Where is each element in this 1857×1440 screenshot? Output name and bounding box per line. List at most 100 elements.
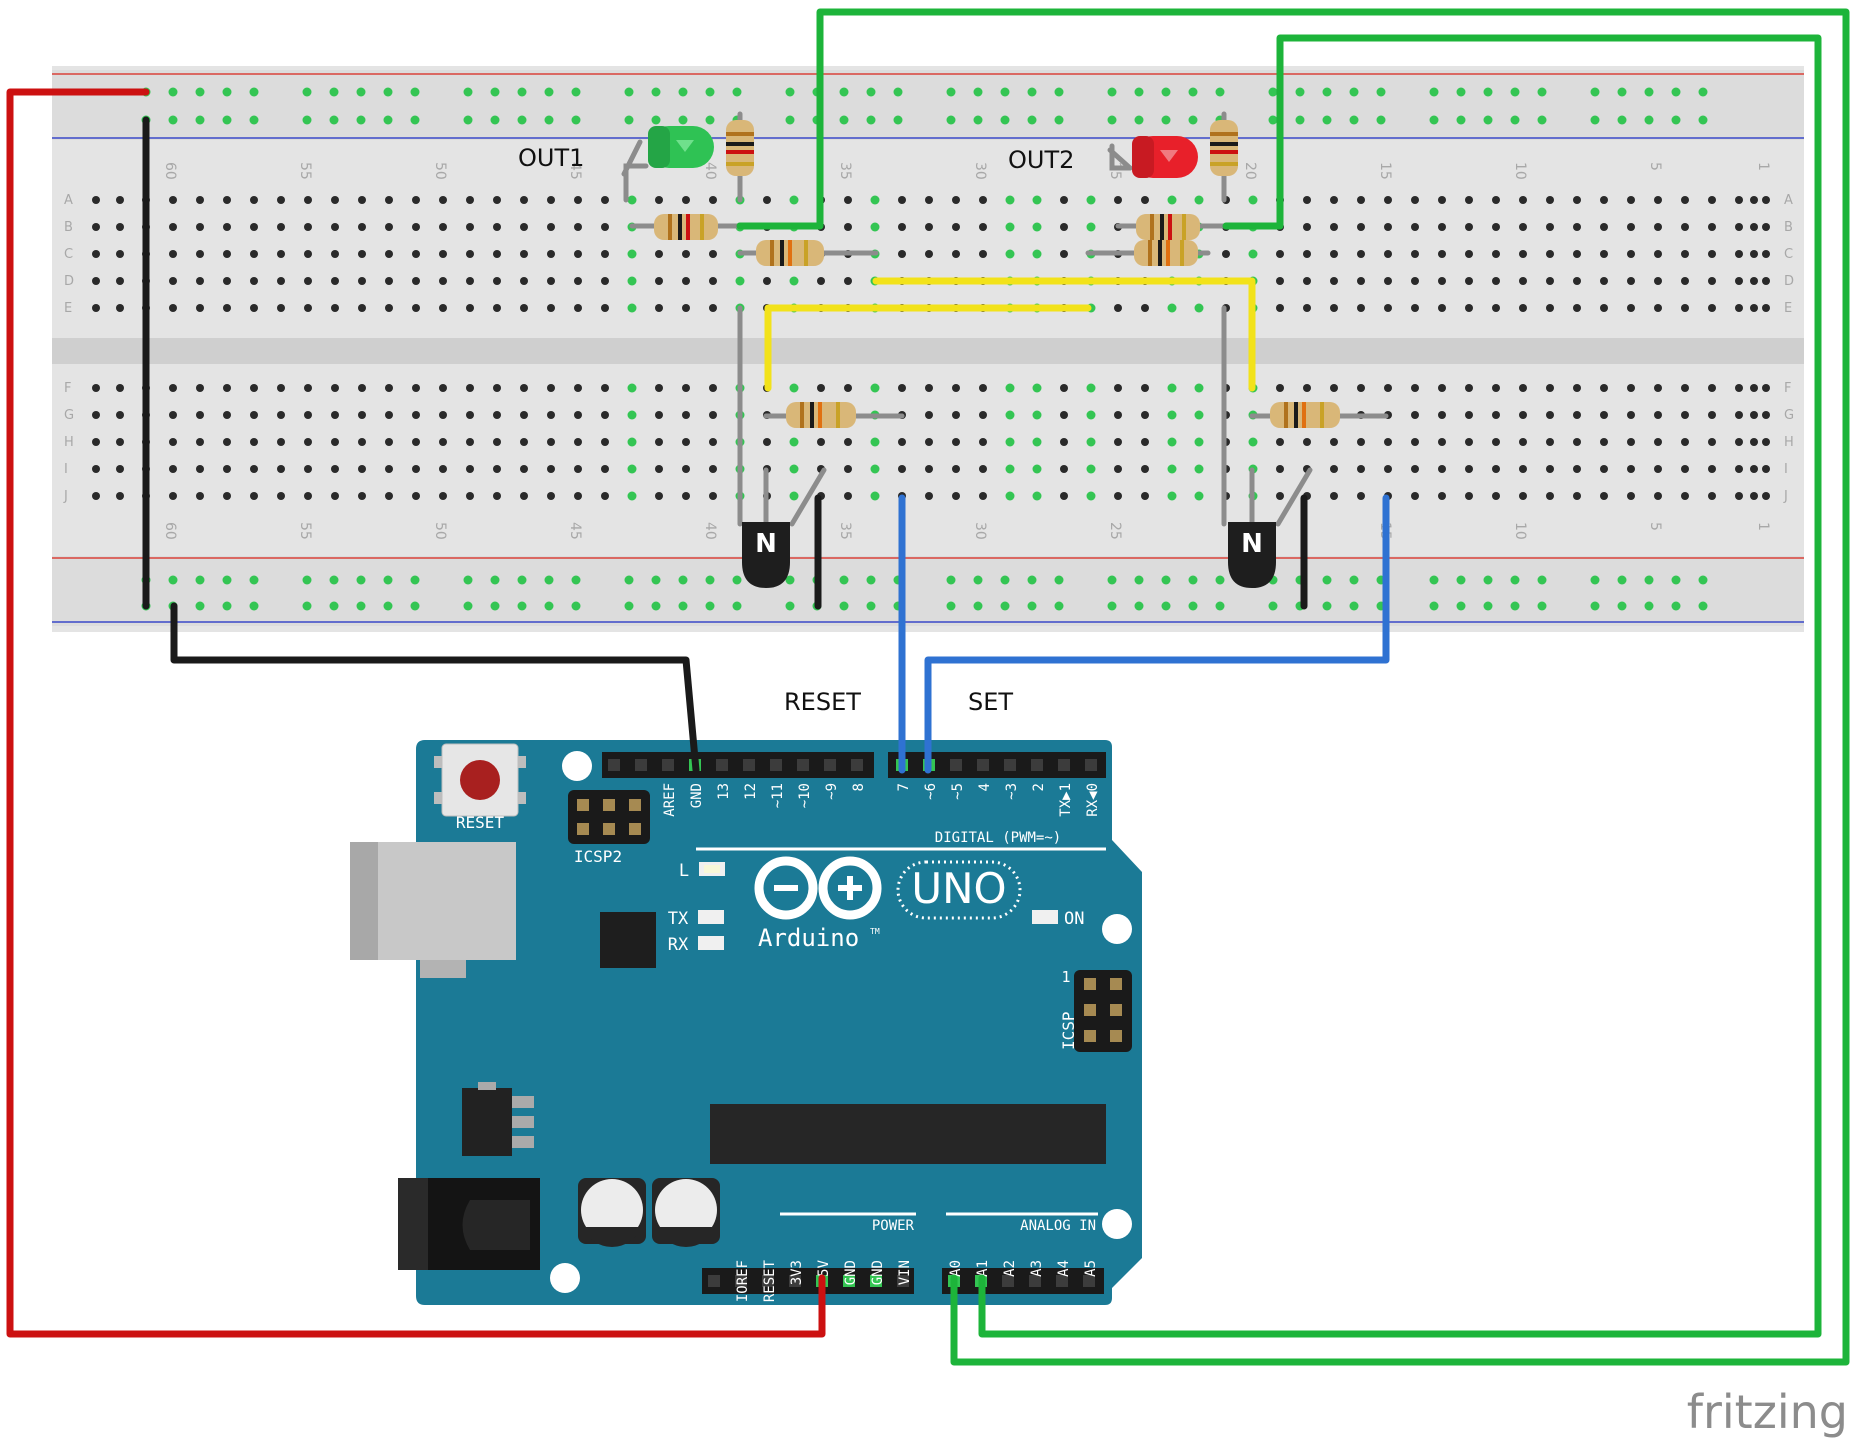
- breadboard-hole: [493, 304, 501, 312]
- analog-header-label: ANALOG IN: [1020, 1218, 1096, 1234]
- reset-button-label: RESET: [456, 813, 505, 832]
- reset-button-cap[interactable]: [460, 760, 500, 800]
- breadboard-hole: [1750, 223, 1758, 231]
- header-pin[interactable]: [1083, 1275, 1095, 1287]
- rail-hole: [1268, 601, 1278, 611]
- header-pin[interactable]: [1002, 1275, 1014, 1287]
- brand-name: Arduino: [758, 924, 859, 952]
- breadboard-hole: [952, 223, 960, 231]
- breadboard-hole: [655, 438, 663, 446]
- pin-label: ~5: [950, 783, 966, 800]
- header-pin[interactable]: [1004, 759, 1016, 771]
- header-pin[interactable]: [870, 1275, 882, 1287]
- breadboard-hole: [250, 465, 258, 473]
- header-pin[interactable]: [716, 759, 728, 771]
- header-pin[interactable]: [977, 759, 989, 771]
- header-pin[interactable]: [1058, 759, 1070, 771]
- header-pin[interactable]: [708, 1275, 720, 1287]
- breadboard-hole: [1654, 492, 1662, 500]
- icsp-pin: [1084, 978, 1096, 990]
- header-pin[interactable]: [897, 1275, 909, 1287]
- column-number: 60: [162, 162, 178, 180]
- rail-hole: [1215, 87, 1225, 97]
- header-pin[interactable]: [950, 759, 962, 771]
- breadboard-hole: [870, 491, 880, 501]
- breadboard-hole: [627, 276, 637, 286]
- header-pin[interactable]: [608, 759, 620, 771]
- rail-hole: [678, 87, 688, 97]
- rail-hole: [1322, 115, 1332, 125]
- rail-hole: [1295, 87, 1305, 97]
- breadboard-hole: [898, 384, 906, 392]
- header-pin[interactable]: [1056, 1275, 1068, 1287]
- breadboard-hole: [92, 250, 100, 258]
- row-letter-left: H: [64, 435, 74, 450]
- header-pin[interactable]: [851, 759, 863, 771]
- breadboard-hole: [709, 277, 717, 285]
- header-pin[interactable]: [743, 759, 755, 771]
- header-pin[interactable]: [735, 1275, 747, 1287]
- rail-hole: [651, 575, 661, 585]
- header-pin[interactable]: [1085, 759, 1097, 771]
- breadboard-hole: [1167, 383, 1177, 393]
- led-tx: [698, 910, 724, 924]
- breadboard-hole: [844, 384, 852, 392]
- breadboard-hole: [1060, 411, 1068, 419]
- breadboard-hole: [1573, 465, 1581, 473]
- breadboard-hole: [1222, 250, 1230, 258]
- breadboard-hole: [682, 384, 690, 392]
- breadboard-hole: [223, 492, 231, 500]
- breadboard-hole: [1681, 196, 1689, 204]
- header-pin[interactable]: [1031, 759, 1043, 771]
- breadboard-hole: [1411, 492, 1419, 500]
- rail-hole: [1000, 87, 1010, 97]
- header-pin[interactable]: [770, 759, 782, 771]
- breadboard-hole: [277, 223, 285, 231]
- rail-hole: [1671, 87, 1681, 97]
- rail-hole: [1510, 115, 1520, 125]
- transistor-lead: [789, 467, 827, 527]
- rail-hole: [1295, 115, 1305, 125]
- rail-hole: [1161, 575, 1171, 585]
- breadboard-hole: [1060, 196, 1068, 204]
- breadboard-hole: [116, 492, 124, 500]
- header-pin[interactable]: [797, 759, 809, 771]
- rail-hole: [1349, 575, 1359, 585]
- breadboard-hole: [1276, 277, 1284, 285]
- breadboard-hole: [1465, 277, 1473, 285]
- rail-hole: [195, 601, 205, 611]
- breadboard-hole: [1411, 438, 1419, 446]
- breadboard-hole: [493, 411, 501, 419]
- breadboard-hole: [223, 411, 231, 419]
- header-pin[interactable]: [635, 759, 647, 771]
- breadboard-hole: [1194, 464, 1204, 474]
- header-pin[interactable]: [843, 1275, 855, 1287]
- reset-button-leg: [434, 756, 442, 768]
- breadboard-hole: [1086, 437, 1096, 447]
- breadboard-hole: [1330, 250, 1338, 258]
- rail-hole: [1644, 87, 1654, 97]
- breadboard-hole: [1681, 304, 1689, 312]
- header-pin[interactable]: [762, 1275, 774, 1287]
- breadboard-hole: [1492, 250, 1500, 258]
- header-pin[interactable]: [662, 759, 674, 771]
- breadboard-hole: [627, 410, 637, 420]
- breadboard-hole: [601, 492, 609, 500]
- icsp2-pin: [577, 823, 589, 835]
- rail-hole: [866, 115, 876, 125]
- breadboard-hole: [1600, 223, 1608, 231]
- breadboard-hole: [627, 383, 637, 393]
- icsp-header: [1074, 970, 1132, 1052]
- resistor: [1134, 240, 1198, 266]
- breadboard-hole: [925, 438, 933, 446]
- rail-hole: [973, 87, 983, 97]
- header-pin[interactable]: [1029, 1275, 1041, 1287]
- breadboard-hole: [412, 196, 420, 204]
- breadboard-hole: [1276, 465, 1284, 473]
- header-pin[interactable]: [789, 1275, 801, 1287]
- breadboard-hole: [1708, 277, 1716, 285]
- breadboard-hole: [1438, 223, 1446, 231]
- header-pin[interactable]: [824, 759, 836, 771]
- pin-label: A3: [1029, 1260, 1045, 1277]
- breadboard-hole: [1762, 223, 1770, 231]
